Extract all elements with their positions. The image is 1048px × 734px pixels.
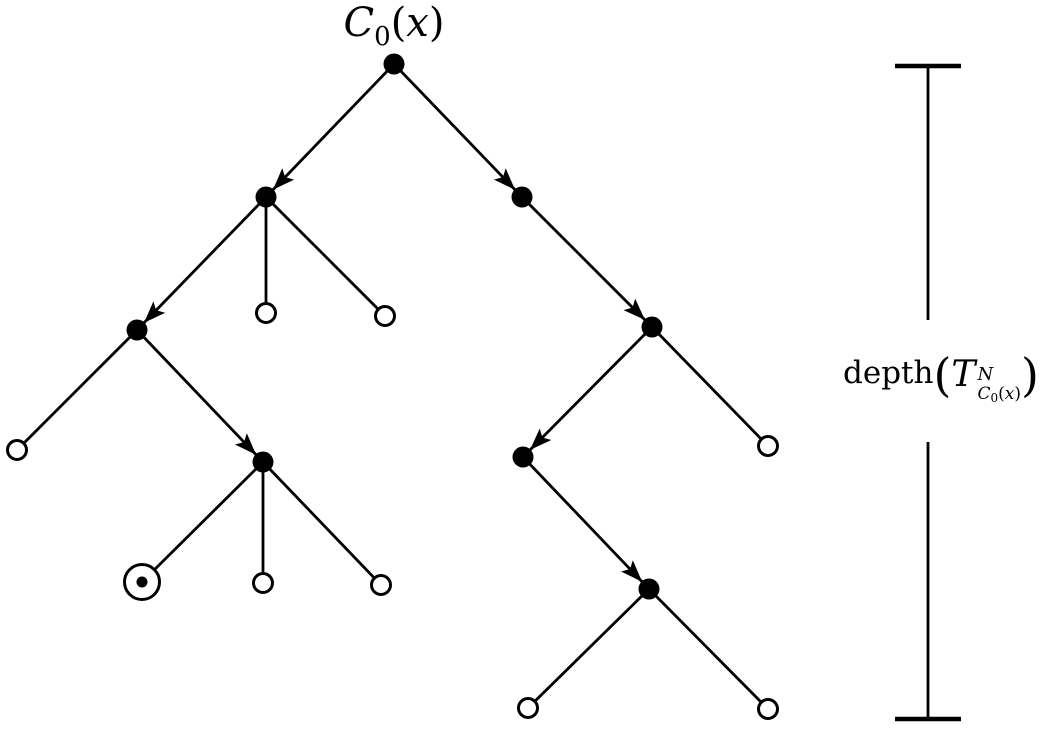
edge-R-RR: [521, 196, 653, 328]
node-RRLRR-hollow: [757, 698, 779, 720]
arrowhead-root-R: [493, 168, 516, 190]
node-LR-hollow: [374, 305, 396, 327]
root-label-c: C: [343, 0, 375, 46]
root-label-x: x: [406, 0, 429, 46]
depth-label-open-paren: (: [933, 348, 952, 402]
depth-label-superscript-n: N: [977, 364, 994, 385]
root-label-close-paren: ): [428, 0, 445, 46]
node-L-filled: [255, 186, 277, 208]
root-node-label: C0(x): [328, 0, 460, 53]
edge-RR-RRR: [650, 326, 770, 447]
edge-RRL-RRLR: [521, 456, 651, 590]
node-root-filled: [383, 53, 405, 75]
edge-LLR-LLRL: [141, 461, 264, 583]
arrowhead-R-RR: [623, 298, 645, 320]
node-RRR-hollow: [757, 435, 779, 457]
tree-edges-group: [16, 63, 770, 710]
depth-bracket-group: [895, 63, 961, 722]
node-LM-hollow: [255, 302, 277, 324]
depth-label-sub-open-paren: (: [998, 384, 1005, 404]
edge-root-L: [264, 63, 396, 198]
root-label-subscript: 0: [374, 22, 391, 52]
node-LL-filled: [126, 319, 148, 341]
node-LLRM-hollow: [252, 572, 274, 594]
node-RR-filled: [641, 316, 663, 338]
node-LLRL-circled-dot: [136, 576, 148, 588]
arrowhead-L-LL: [143, 301, 166, 323]
node-LLR-filled: [252, 451, 274, 473]
root-label-open-paren: (: [390, 0, 407, 46]
arrowhead-RRL-RRLR: [620, 560, 643, 582]
edge-L-LL: [135, 196, 268, 331]
edge-RRLR-RRLRL: [527, 588, 650, 709]
edge-LL-LLL: [16, 329, 138, 451]
node-RRL-filled: [512, 446, 534, 468]
edge-L-LR: [265, 196, 386, 317]
depth-label-sub-zero: 0: [990, 391, 999, 405]
edge-root-R: [392, 63, 524, 198]
depth-label-sub-c: C: [977, 384, 991, 404]
depth-label-close-paren: ): [1020, 348, 1039, 402]
node-R-filled: [511, 186, 533, 208]
node-LLL-hollow: [6, 439, 28, 461]
node-RRLR-filled: [638, 578, 660, 600]
depth-label-sub-close-paren: ): [1014, 384, 1021, 404]
edge-LLR-LLRR: [261, 461, 383, 586]
edge-RR-RRL: [522, 326, 653, 458]
depth-label-tree-symbol: T: [951, 354, 976, 395]
depth-label-sub-x: x: [1004, 384, 1015, 404]
arrowhead-LL-LLR: [234, 433, 257, 455]
edge-LL-LLR: [135, 329, 265, 463]
depth-label-subscript: C0(x): [977, 384, 1021, 405]
node-LLRR-hollow: [370, 574, 392, 596]
arrowhead-root-L: [272, 168, 295, 190]
tree-nodes-group: [6, 53, 779, 720]
arrowhead-RR-RRL: [530, 428, 552, 450]
depth-label-prefix: depth: [843, 355, 934, 391]
edge-RRLR-RRLRR: [648, 588, 769, 710]
node-RRLRL-hollow: [517, 697, 539, 719]
